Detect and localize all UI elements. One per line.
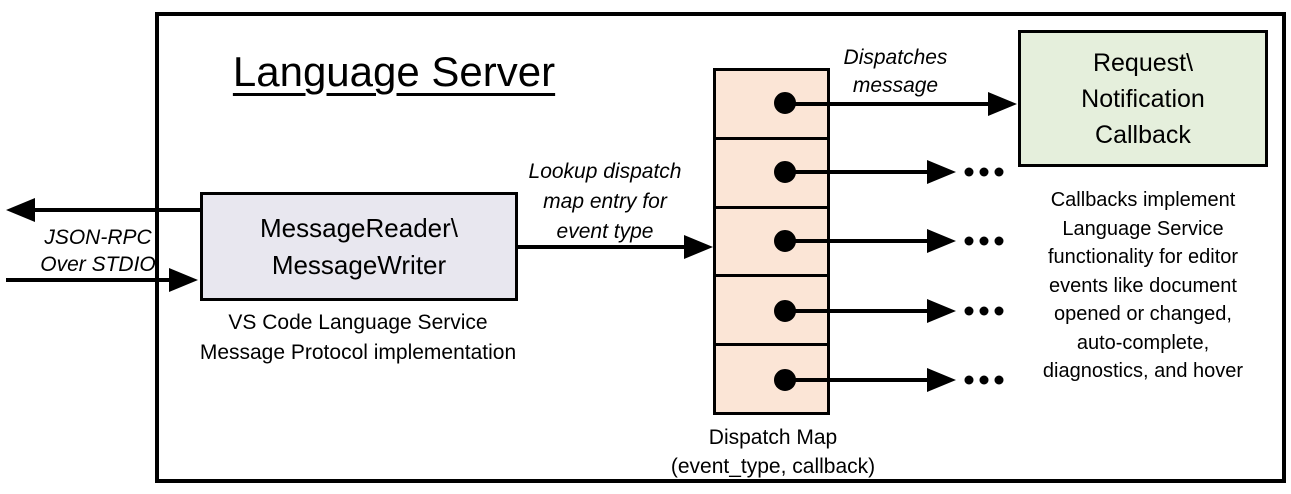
dispatch-cell bbox=[716, 343, 827, 412]
message-reader-writer-box: MessageReader\ MessageWriter bbox=[200, 192, 518, 301]
callbacks-note: Callbacks implement Language Service fun… bbox=[1042, 189, 1244, 382]
dispatch-map-caption: Dispatch Map (event_type, callback) bbox=[670, 426, 876, 478]
message-box-caption: VS Code Language Service Message Protoco… bbox=[199, 311, 517, 364]
language-server-boundary bbox=[155, 12, 1286, 483]
dispatches-message-label: Dispatches message bbox=[843, 46, 948, 97]
dispatch-map bbox=[713, 68, 830, 415]
dispatch-cell bbox=[716, 274, 827, 343]
lookup-arrow-label: Lookup dispatch map entry for event type bbox=[528, 160, 682, 243]
stdio-out-arrowhead bbox=[6, 198, 35, 222]
json-rpc-channel-label: JSON-RPC Over STDIO bbox=[40, 226, 156, 276]
dispatch-cell bbox=[716, 136, 827, 206]
dispatch-cell bbox=[716, 205, 827, 275]
dispatch-cell bbox=[716, 71, 827, 137]
request-notification-callback-box: Request\ Notification Callback bbox=[1018, 30, 1268, 167]
diagram-title: Language Server bbox=[232, 48, 556, 95]
